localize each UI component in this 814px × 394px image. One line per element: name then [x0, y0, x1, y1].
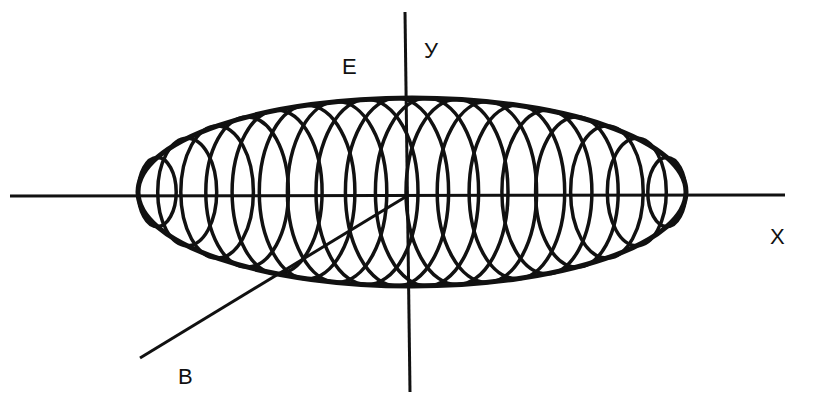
x-axis-label: X: [770, 226, 785, 248]
e-axis-label: E: [342, 56, 357, 78]
field-loop: [232, 110, 322, 274]
field-loop: [181, 126, 254, 258]
y-axis-label: У: [424, 40, 438, 62]
field-loop: [259, 105, 355, 279]
b-axis: [140, 196, 407, 358]
field-loop: [502, 110, 592, 274]
field-loop: [406, 99, 508, 284]
field-loop: [437, 102, 536, 283]
field-loop: [345, 98, 448, 286]
field-loop: [206, 117, 289, 267]
field-loop: [648, 157, 686, 226]
x-axis: [10, 195, 785, 196]
b-axis-label: B: [178, 366, 193, 388]
field-loop: [287, 102, 386, 283]
field-loop: [607, 138, 666, 245]
field-loop: [316, 99, 418, 284]
y-axis: [405, 12, 410, 392]
field-loop: [375, 98, 478, 286]
field-loops: [138, 98, 686, 286]
envelope-ellipse: [138, 98, 686, 286]
